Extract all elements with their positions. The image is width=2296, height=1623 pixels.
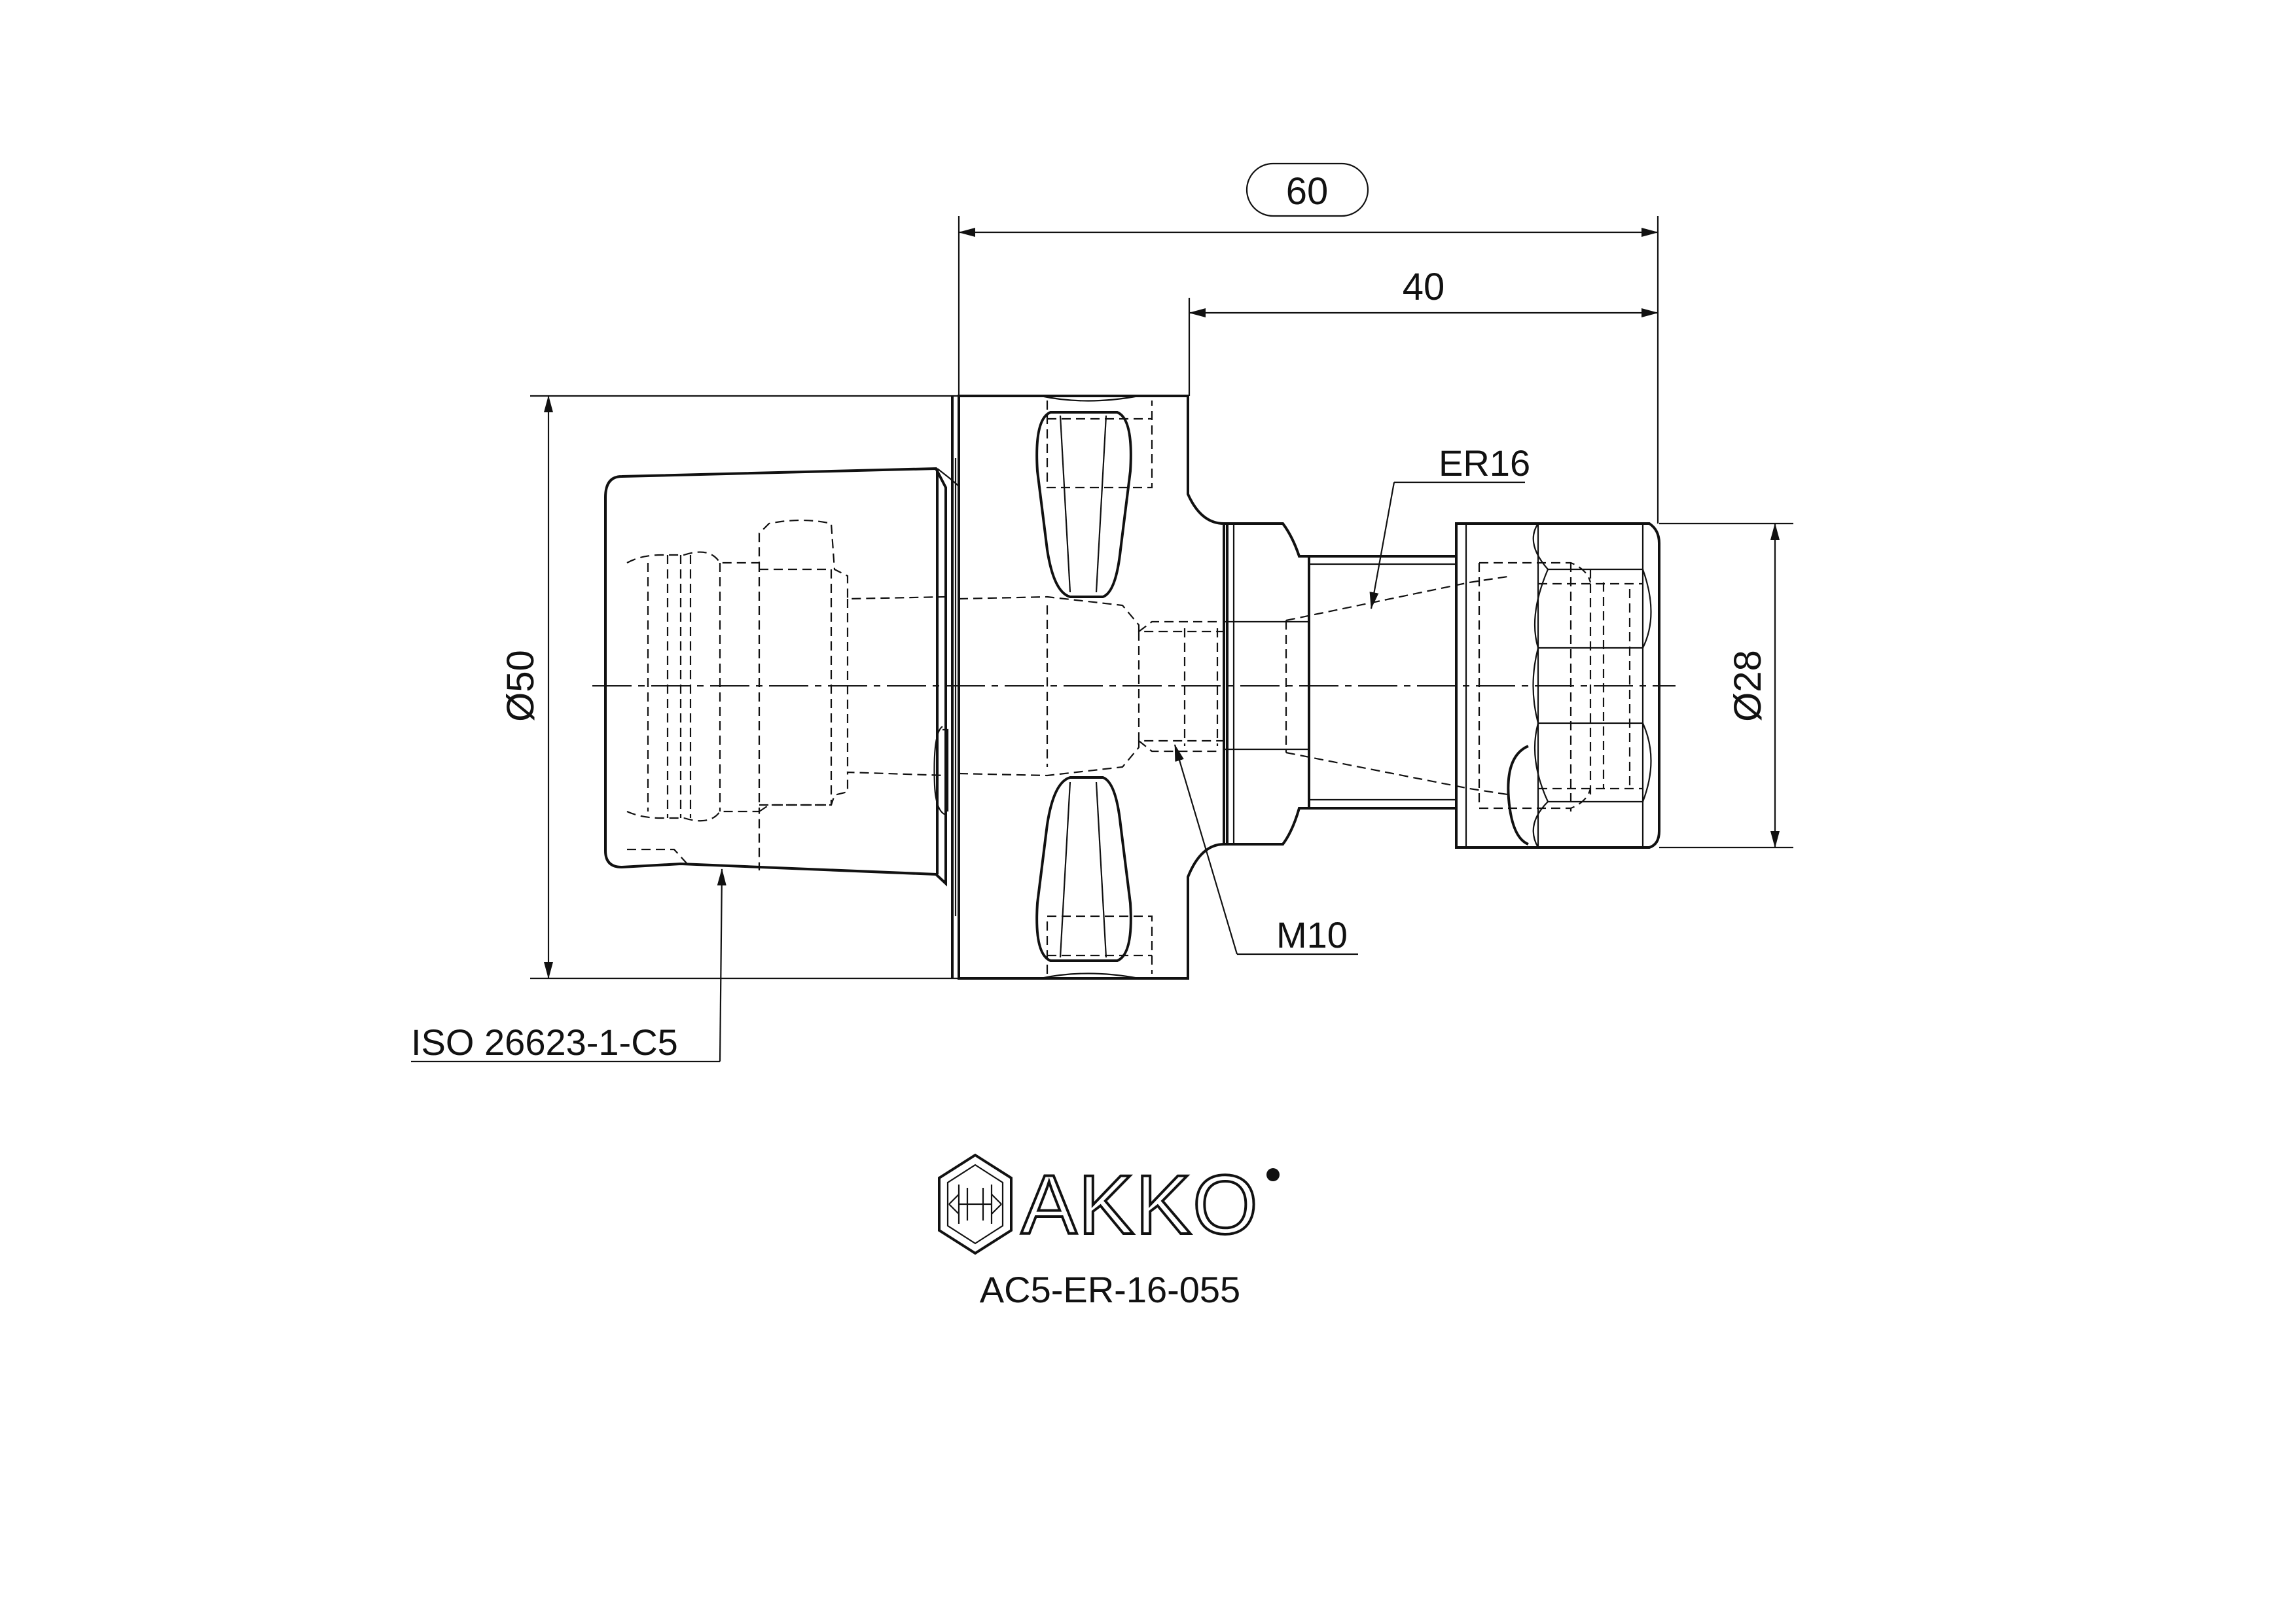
callout-iso: ISO 26623-1-C5 (411, 868, 726, 1063)
part-number: AC5-ER-16-055 (980, 1269, 1240, 1310)
callout-label-er16: ER16 (1439, 442, 1530, 484)
brand-name: AKKO (1021, 1158, 1259, 1252)
akko-logo-icon (938, 1153, 1013, 1255)
dimension-label-d50: Ø50 (499, 650, 542, 722)
callout-label-m10: M10 (1276, 914, 1348, 955)
shank-outline (604, 467, 960, 887)
callout-er16: ER16 (1369, 442, 1530, 609)
er16-nut (1455, 522, 1660, 849)
collet-taper-hidden (1285, 575, 1513, 796)
dimension-length-front: 40 (1188, 266, 1659, 396)
dimension-length-total: 60 (958, 162, 1659, 524)
shank-hidden-lines (626, 519, 946, 870)
flange-keyways (1035, 411, 1132, 962)
dimension-label-40: 40 (1403, 266, 1445, 308)
callout-m10: M10 (1174, 744, 1358, 955)
akko-logo: AKKO (938, 1153, 1280, 1255)
flange-hidden-lines (958, 401, 1224, 974)
dimension-label-60: 60 (1286, 170, 1329, 213)
nut-hidden-lines (1478, 562, 1643, 812)
collet-holder-neck (1224, 522, 1458, 846)
callout-label-iso: ISO 26623-1-C5 (411, 1022, 678, 1063)
dimension-label-d28: Ø28 (1727, 650, 1769, 722)
dimension-diameter-nut: Ø28 (1659, 522, 1793, 849)
registered-mark (1266, 1168, 1280, 1181)
dimension-diameter-body: Ø50 (499, 395, 959, 980)
flange-body (933, 395, 1225, 980)
